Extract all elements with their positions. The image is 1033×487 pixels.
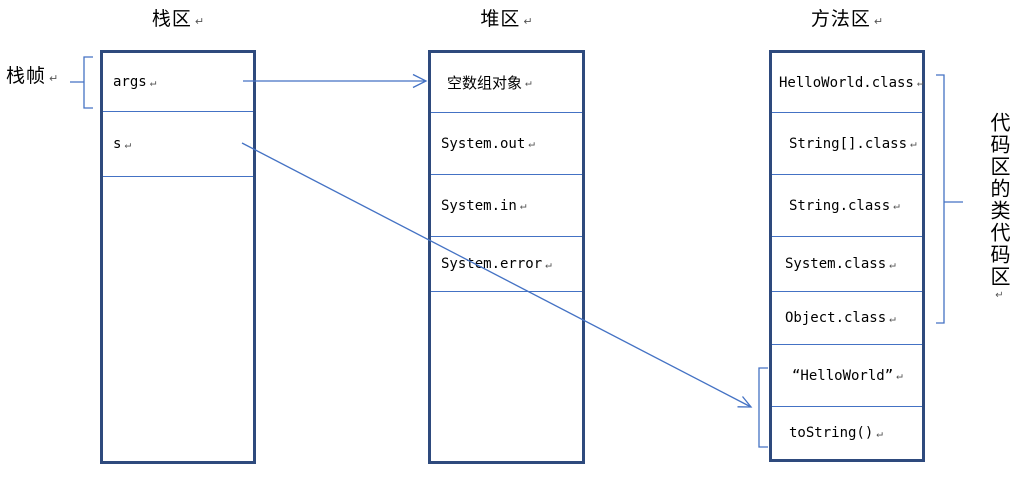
- stack-area-title: 栈区↵: [100, 6, 256, 32]
- return-mark-icon: ↵: [893, 199, 900, 212]
- heap-row-system-error-label: System.error: [441, 256, 543, 272]
- return-mark-icon: ↵: [889, 257, 896, 271]
- stack-area-title-text: 栈区: [151, 8, 192, 30]
- heap-row-empty-array-label: 空数组对象: [447, 74, 523, 92]
- method-row-system-class-label: System.class: [785, 256, 887, 272]
- method-row-helloworld-string-label: “HelloWorld”: [792, 367, 894, 384]
- heap-row-empty-array: 空数组对象↵: [431, 53, 582, 113]
- return-mark-icon: ↵: [528, 137, 535, 150]
- method-box: HelloWorld.class↵ String[].class↵ String…: [769, 50, 925, 462]
- method-row-object-class-label: Object.class: [785, 310, 887, 326]
- stack-empty-space: [103, 177, 253, 461]
- return-mark-icon: ↵: [545, 257, 552, 271]
- return-mark-icon: ↵: [910, 137, 917, 150]
- return-mark-icon: ↵: [873, 15, 884, 28]
- method-row-tostring: toString()↵: [772, 407, 922, 459]
- return-mark-icon: ↵: [896, 369, 903, 382]
- return-mark-icon: ↵: [916, 76, 924, 89]
- return-mark-icon: ↵: [519, 199, 527, 212]
- heap-row-system-in-label: System.in: [441, 197, 517, 214]
- stack-row-s-label: s: [113, 136, 122, 152]
- heap-area-title: 堆区↵: [428, 6, 585, 32]
- return-mark-icon: ↵: [194, 15, 205, 28]
- stack-box: args↵ s↵: [100, 50, 256, 464]
- method-area-side-label: 代码区的类代码区 ↵: [986, 112, 1012, 301]
- stack-row-args-label: args: [113, 74, 147, 90]
- heap-area-title-text: 堆区: [480, 8, 521, 30]
- stack-row-s: s↵: [103, 112, 253, 177]
- method-row-helloworld-class: HelloWorld.class↵: [772, 53, 924, 113]
- heap-row-system-out: System.out↵: [431, 113, 582, 175]
- return-mark-icon: ↵: [994, 290, 1005, 301]
- method-row-string-array-class-label: String[].class: [789, 135, 908, 152]
- args-to-empty-array-arrowhead-icon: [412, 73, 428, 89]
- stack-frame-bracket-icon: [70, 56, 93, 109]
- stack-frame-label: 栈帧↵: [6, 61, 58, 88]
- heap-row-system-error: System.error↵: [431, 237, 582, 292]
- method-row-string-class-label: String.class: [789, 197, 891, 214]
- heap-row-system-out-label: System.out: [441, 135, 526, 152]
- class-code-area-bracket-icon: [936, 74, 963, 324]
- method-row-system-class: System.class↵: [772, 237, 922, 292]
- method-row-helloworld-string: “HelloWorld”↵: [772, 345, 922, 407]
- method-row-tostring-label: toString(): [789, 425, 874, 441]
- heap-empty-space: [431, 292, 582, 461]
- method-row-string-array-class: String[].class↵: [772, 113, 922, 175]
- heap-row-system-in: System.in↵: [431, 175, 582, 237]
- return-mark-icon: ↵: [124, 137, 132, 151]
- method-row-string-class: String.class↵: [772, 175, 922, 237]
- return-mark-icon: ↵: [49, 72, 59, 85]
- return-mark-icon: ↵: [876, 426, 883, 440]
- string-rows-bracket-icon: [758, 367, 768, 448]
- method-area-title: 方法区↵: [769, 6, 925, 32]
- s-to-string-constant-arrowhead-icon: [737, 396, 753, 408]
- return-mark-icon: ↵: [149, 75, 157, 89]
- return-mark-icon: ↵: [525, 76, 532, 89]
- method-row-object-class: Object.class↵: [772, 292, 922, 345]
- method-row-helloworld-class-label: HelloWorld.class: [779, 74, 914, 91]
- return-mark-icon: ↵: [889, 311, 896, 325]
- return-mark-icon: ↵: [523, 15, 533, 28]
- heap-box: 空数组对象↵ System.out↵ System.in↵ System.err…: [428, 50, 585, 464]
- method-area-side-label-text: 代码区的类代码区: [987, 112, 1011, 288]
- method-area-title-text: 方法区: [810, 8, 871, 30]
- stack-frame-label-text: 栈帧: [6, 65, 47, 87]
- stack-row-args: args↵: [103, 53, 253, 112]
